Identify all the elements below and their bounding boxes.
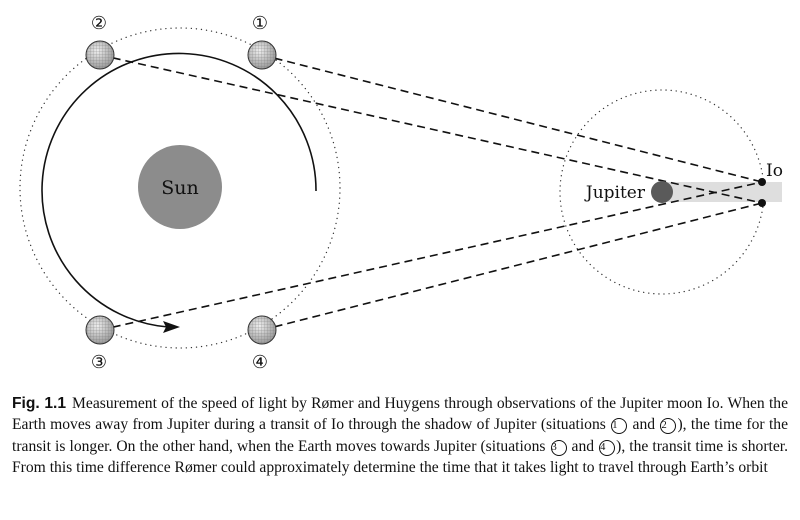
arrow-head-icon <box>163 321 180 333</box>
earth-orbit <box>19 27 341 349</box>
sun <box>138 145 222 229</box>
jupiter <box>651 181 673 203</box>
caption-text-run: and <box>567 437 599 455</box>
sight-line-3 <box>99 181 763 331</box>
io-position-a <box>758 178 766 186</box>
io-label: Io <box>766 161 783 181</box>
jupiter-shadow <box>662 182 782 202</box>
earth-globe-1 <box>247 40 277 70</box>
sight-line-2 <box>99 54 763 204</box>
sight-line-4 <box>261 202 763 331</box>
earth-globe-3 <box>85 315 115 345</box>
romer-diagram: Sun Jupiter Io <box>19 13 783 373</box>
sight-line-1 <box>261 54 763 183</box>
caption-text-run: ), the time for the transit is longer. O… <box>12 416 788 455</box>
position-label-1: ① <box>252 13 268 34</box>
caption-text-run: ), the transit time is shorter. From thi… <box>12 437 788 477</box>
sight-lines <box>99 54 763 331</box>
situation-number: 1 <box>611 418 628 435</box>
io-position-b <box>758 199 766 207</box>
situation-number: 3 <box>550 439 567 456</box>
position-label-2: ② <box>91 13 107 34</box>
caption-text: Measurement of the speed of light by Røm… <box>12 395 788 476</box>
jupiter-label: Jupiter <box>584 183 646 203</box>
earth-globe-2 <box>85 40 115 70</box>
position-label-4: ④ <box>252 352 268 373</box>
caption-text-run: and <box>628 416 660 434</box>
caption-text-run: Measurement of the speed of light by Røm… <box>12 395 788 434</box>
earth-globe-4 <box>247 315 277 345</box>
position-label-3: ③ <box>91 352 107 373</box>
situation-number: 2 <box>660 418 677 435</box>
earth-motion-arc <box>41 52 317 328</box>
figure-label: Fig. 1.1 <box>12 395 67 412</box>
sun-label: Sun <box>161 177 199 199</box>
situation-number: 4 <box>599 439 616 456</box>
